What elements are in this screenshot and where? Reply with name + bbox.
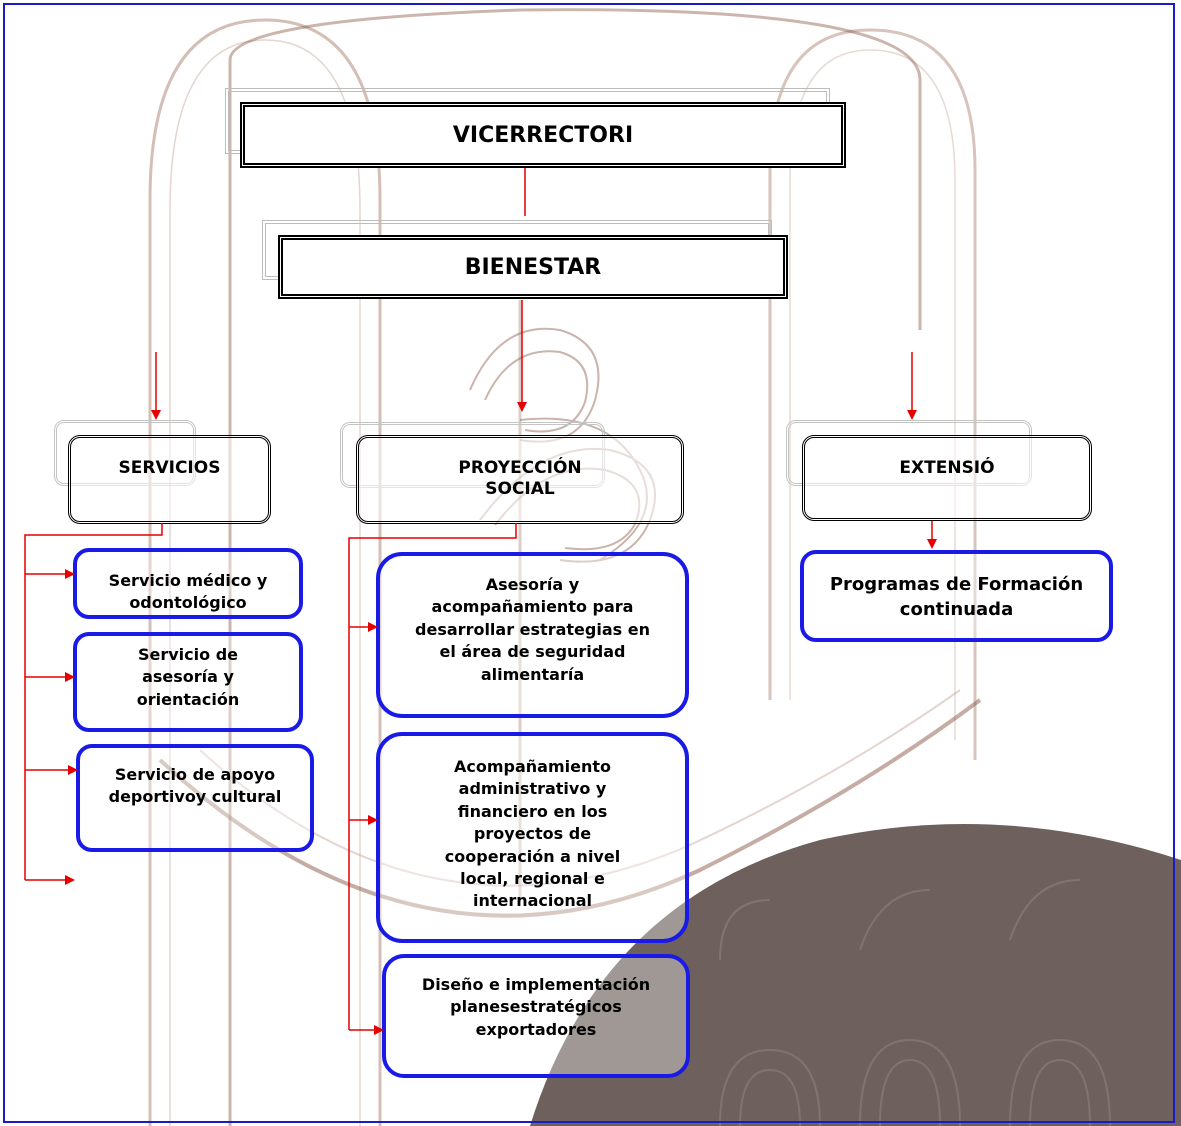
acompanamiento-label: Acompañamiento administrativo y financie… (444, 757, 621, 911)
asesoria-seguridad-label: Asesoría y acompañamiento para desarroll… (415, 575, 650, 684)
programas-formacion-box: Programas de Formación continuada (800, 550, 1113, 642)
servicios-box: SERVICIOS (68, 435, 271, 524)
proyeccion-bracket (348, 523, 517, 1030)
servicio-apoyo-label: Servicio de apoyo deportivoy cultural (108, 765, 282, 807)
programas-formacion-label: Programas de Formación continuada (829, 574, 1084, 621)
servicios-label: SERVICIOS (118, 458, 221, 478)
servicio-medico-label: Servicio médico y odontológico (108, 571, 268, 613)
acompanamiento-box: Acompañamiento administrativo y financie… (376, 732, 689, 943)
vicerrectoria-label: VICERRECTORI (452, 122, 634, 148)
vicerrectoria-box: VICERRECTORI (240, 102, 846, 168)
servicio-medico-box: Servicio médico y odontológico (73, 548, 303, 619)
servicio-apoyo-box: Servicio de apoyo deportivoy cultural (76, 744, 314, 852)
diseno-planes-label: Diseño e implementación planesestratégic… (421, 975, 651, 1039)
bienestar-label: BIENESTAR (464, 254, 602, 280)
bienestar-box: BIENESTAR (278, 235, 788, 299)
proyeccion-social-label: PROYECCIÓN SOCIAL (458, 458, 582, 500)
extension-box: EXTENSIÓ (802, 435, 1092, 521)
servicio-asesoria-label: Servicio de asesoría y orientación (136, 645, 240, 709)
servicios-bracket (24, 523, 163, 880)
servicio-asesoria-box: Servicio de asesoría y orientación (73, 632, 303, 732)
page-frame (3, 3, 1175, 1123)
extension-label: EXTENSIÓ (899, 458, 995, 478)
proyeccion-social-box: PROYECCIÓN SOCIAL (356, 435, 684, 524)
diseno-planes-box: Diseño e implementación planesestratégic… (382, 954, 690, 1078)
asesoria-seguridad-box: Asesoría y acompañamiento para desarroll… (376, 552, 689, 718)
